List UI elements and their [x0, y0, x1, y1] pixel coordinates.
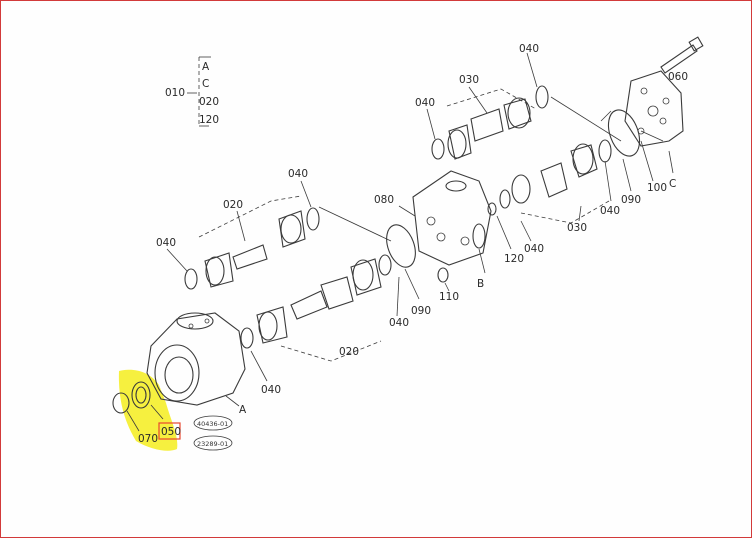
- legend-sub-120: 120: [199, 114, 219, 126]
- legend-letter-c: C: [202, 78, 209, 90]
- label-060: 060: [668, 71, 688, 83]
- leader-lines: [166, 52, 674, 407]
- bearing-050: [131, 381, 151, 409]
- ring-040-a: [431, 138, 445, 160]
- label-120: 120: [504, 253, 524, 265]
- ring-040-d: [499, 189, 511, 209]
- label-040-f: 040: [261, 384, 281, 396]
- highlight-050: [118, 369, 178, 451]
- label-040-e: 040: [389, 317, 409, 329]
- bolt-060: [660, 36, 704, 74]
- label-040-b: 040: [288, 168, 308, 180]
- label-090-right: 090: [621, 194, 641, 206]
- label-030: 030: [459, 74, 479, 86]
- gear-pair-030-top: [446, 88, 537, 160]
- circlip-070: [112, 392, 130, 414]
- label-040-c: 040: [600, 205, 620, 217]
- stamp-2: 23289-01: [197, 440, 228, 448]
- stamp-oval-1: [193, 415, 233, 431]
- letter-b: B: [477, 278, 484, 290]
- label-070: 070: [138, 433, 158, 445]
- ring-110: [437, 267, 449, 283]
- label-080: 080: [374, 194, 394, 206]
- pump-body-b: [412, 170, 492, 266]
- stamp-oval-2: [193, 435, 233, 451]
- label-030-b: 030: [567, 222, 587, 234]
- gear-pair-020-bottom: [240, 254, 392, 362]
- label-090-mid: 090: [411, 305, 431, 317]
- ring-040-top: [535, 85, 549, 109]
- marker-box-050: [158, 422, 181, 440]
- label-040-d: 040: [524, 243, 544, 255]
- label-020-top: 020: [223, 199, 243, 211]
- label-040-left: 040: [156, 237, 176, 249]
- pin-120: [487, 202, 497, 216]
- legend-block: [187, 56, 211, 127]
- seal-090-mid: [386, 224, 416, 268]
- seal-090-right: [607, 109, 641, 157]
- legend-letter-a: A: [202, 61, 210, 73]
- label-020-bottom: 020: [339, 346, 359, 358]
- letter-c: C: [669, 178, 676, 190]
- gear-pair-020-top: [184, 195, 320, 290]
- label-040-a: 040: [415, 97, 435, 109]
- label-100: 100: [647, 182, 667, 194]
- label-050: 050: [161, 426, 181, 438]
- stamp-1: 40436-01: [197, 420, 228, 428]
- label-110: 110: [439, 291, 459, 303]
- legend-sub-020: 020: [199, 96, 219, 108]
- housing-a: [146, 312, 246, 406]
- legend-main: 010: [165, 87, 185, 99]
- letter-a: A: [239, 404, 247, 416]
- label-040-top: 040: [519, 43, 539, 55]
- gear-pair-030-mid: [511, 139, 612, 224]
